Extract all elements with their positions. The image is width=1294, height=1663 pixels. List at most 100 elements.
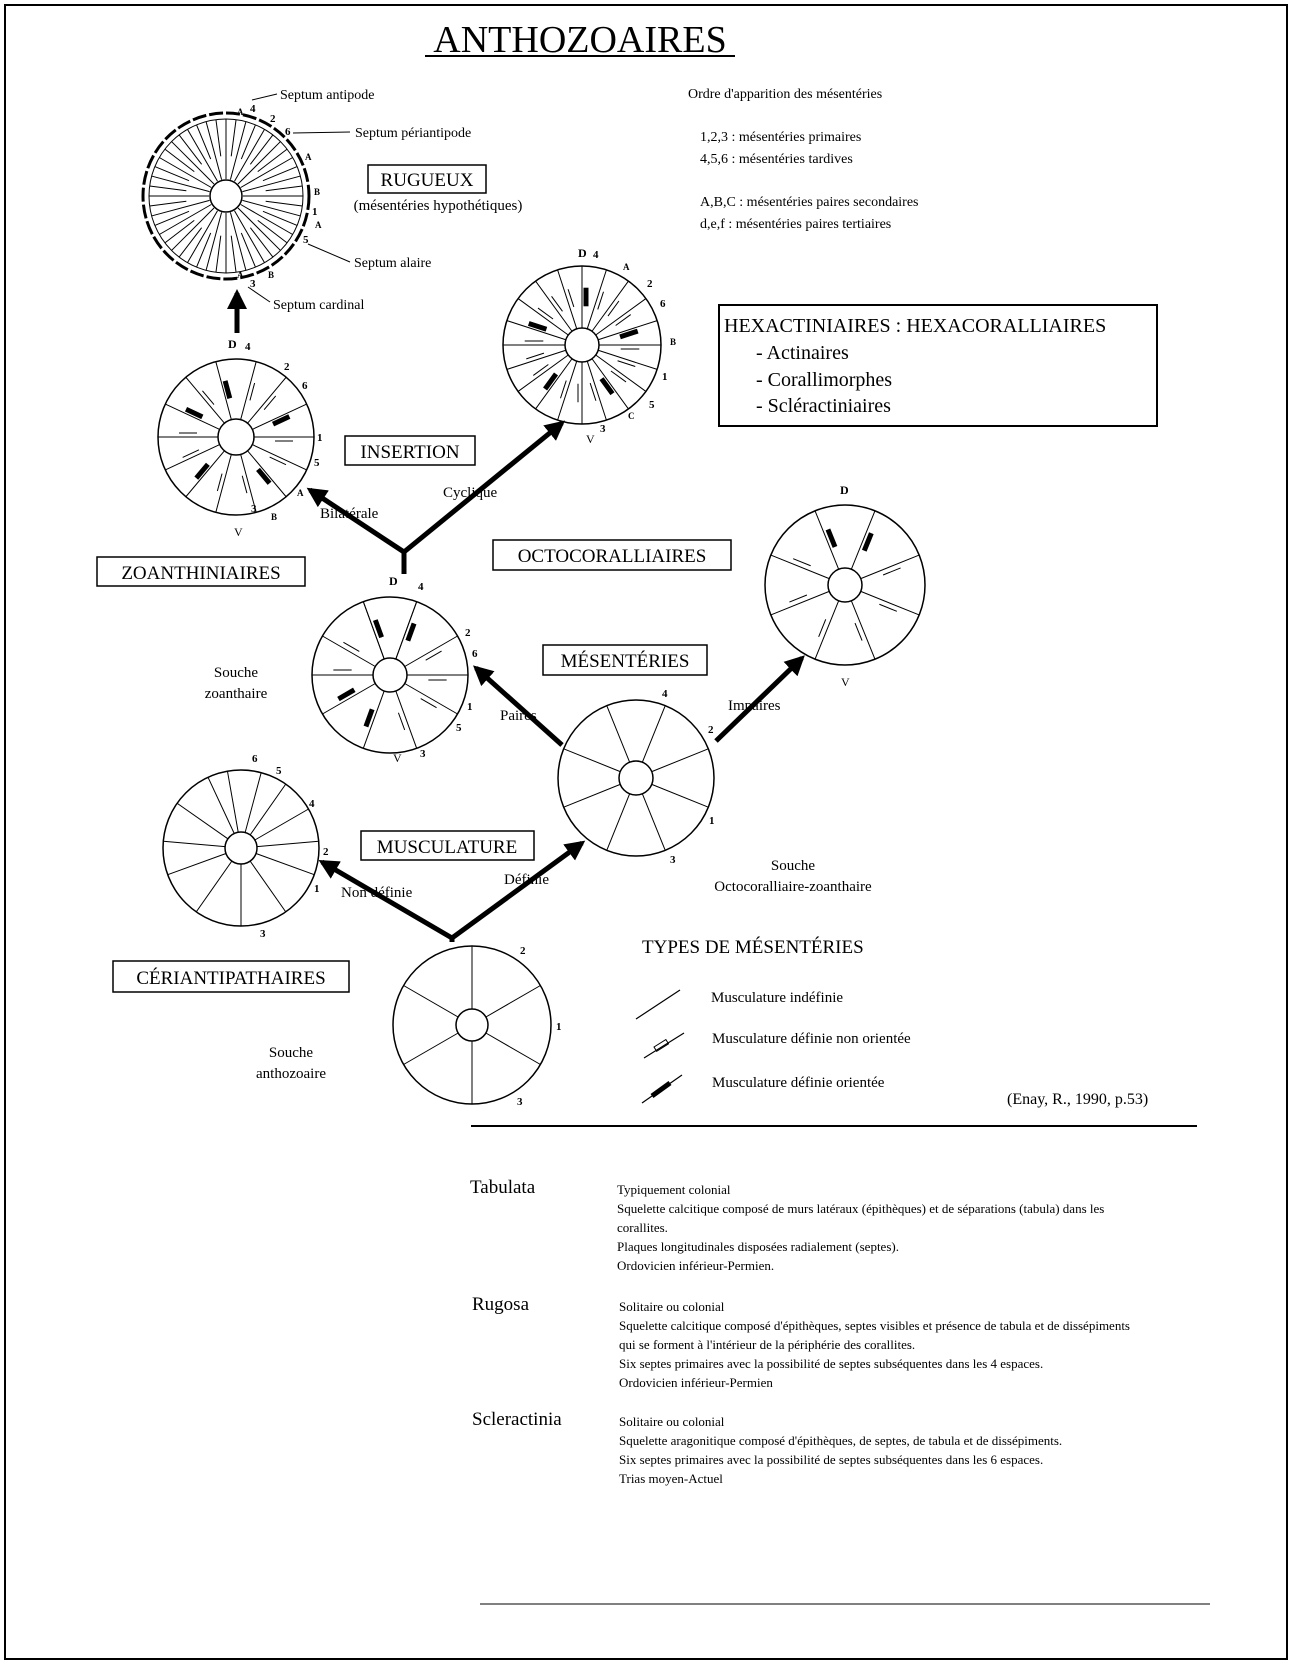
septum-line [362,690,385,749]
septum-line [205,212,223,271]
septum-line [362,601,385,660]
hexactiniaires-item: - Scléractiniaires [756,395,891,417]
septum-line [591,280,629,332]
hexactiniaires-item: - Actinaires [756,342,849,364]
musculature-box [360,830,535,861]
types-heading: TYPES DE MÉSENTÉRIES [642,936,864,958]
zoanthiniaires-label: ZOANTHINIAIRES [121,563,280,584]
callout-septum-antipode: Septum antipode [280,88,375,103]
septum-line [651,748,709,773]
taxon-description: Solitaire ou colonial Squelette aragonit… [619,1412,1062,1488]
septum-line [215,235,222,273]
septum-line [322,635,376,667]
label-D: D [389,574,398,588]
ceriantipathaires-coral-diagram [162,769,320,927]
septum-line [229,212,247,271]
muscle-mark [560,380,567,399]
septum-line [164,148,195,173]
septum-line [403,985,459,1018]
septum-line [149,200,187,207]
septum-line [257,148,288,173]
septum-line [171,207,215,251]
oriented-muscle-mark [337,687,356,702]
septum-line [165,444,220,471]
zoanthiniaires-coral-diagram [157,358,315,516]
septum-line [265,185,303,192]
label-D: D [840,483,849,497]
septum-line [151,199,210,217]
label-2: 2 [708,724,714,736]
septum-line [254,808,309,841]
muscle-mark [610,370,627,383]
septum-line [249,860,287,913]
ceriantipathaires-label: CÉRIANTIPATHAIRES [136,967,325,989]
ceriantipathaires-box [112,960,350,993]
mesenteries-label: MÉSENTÉRIES [561,650,690,672]
label-3: 3 [251,503,257,515]
muscle-mark [615,314,632,326]
souche-zoanthaire-label: zoanthaire [205,686,268,702]
septum-line [240,204,293,235]
label-4: 4 [662,688,668,700]
septum-line [240,157,293,188]
branch-label-definie: Définie [504,872,549,888]
septum-line [171,141,215,185]
septum-line [234,210,265,263]
label-1: 1 [312,206,318,218]
muscle-mark [567,289,575,308]
oriented-muscle-mark [619,328,639,340]
rugueux-label: RUGUEUX [381,170,474,191]
septum-line [517,354,569,392]
muscle-mark [537,307,554,320]
souche-anthozoaire-label: Souche [269,1045,314,1061]
septum-line [770,590,830,616]
order-line: 4,5,6 : mésentéries tardives [700,152,853,167]
muscle-mark [532,364,549,376]
musculature-definie-orientee-icon [641,1074,683,1104]
septum-line [154,210,190,226]
page-title: ANTHOZOAIRES [433,19,726,61]
septum-line [237,141,281,185]
label-2: 2 [270,113,276,125]
description-line: corallites. [617,1220,668,1235]
souche-anthozoaire-coral-diagram [392,945,552,1105]
types-item: Musculature définie orientée [712,1075,885,1091]
septum-line [195,860,233,913]
description-line: Solitaire ou colonial [619,1414,725,1429]
septum-line [595,354,647,392]
septum-line [598,320,658,341]
label-A: A [237,270,244,280]
order-line: 1,2,3 : mésentéries primaires [700,130,861,145]
septum-line [229,121,247,180]
septum-line [814,600,840,660]
muscle-mark [263,395,277,411]
page-frame [4,4,1288,1660]
septum-line [517,298,569,336]
septum-line [641,793,666,851]
septum-line [485,1032,541,1065]
muscle-mark [818,619,827,638]
septum-line [178,134,203,165]
muscle-mark [343,641,360,652]
septum-line [535,280,573,332]
septum-line [154,166,190,182]
souche-zoanthaire-label: Souche [214,665,259,681]
label-5: 5 [276,765,282,777]
septum-line [814,510,840,570]
branch-label-non-definie: Non définie [341,885,413,901]
septum-line [205,121,223,180]
septum-line [242,175,301,193]
septum-line [234,129,265,182]
septum-line [196,232,212,268]
label-D: D [578,246,587,260]
label-4: 4 [250,103,256,115]
callout-septum-cardinal: Septum cardinal [273,298,364,313]
septum-line [165,403,220,430]
label-4: 4 [593,249,599,261]
septum-line [591,358,629,410]
muscle-mark [420,698,437,709]
description-line: Ordovicien inférieur-Permien. [617,1258,775,1273]
label-A: A [623,262,630,272]
muscle-mark [397,712,406,731]
septum-line [641,705,666,763]
